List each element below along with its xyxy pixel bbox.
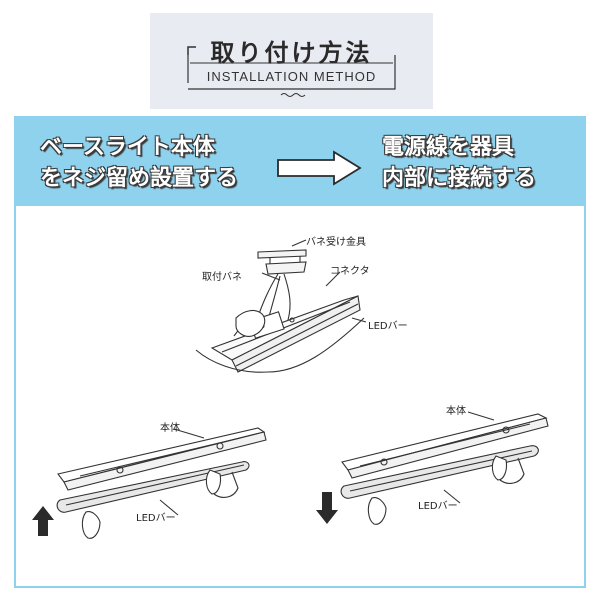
spring-bracket-label: バネ受け金具 bbox=[306, 237, 366, 248]
header-decoration bbox=[187, 46, 396, 97]
page-subtitle: INSTALLATION METHOD bbox=[206, 69, 377, 84]
led-bar-label-right: LEDバー bbox=[418, 501, 458, 512]
led-bar-label-top: LEDバー bbox=[368, 321, 408, 332]
down-arrow-icon bbox=[316, 492, 338, 524]
step-two-text: 電源線を器具 内部に接続する bbox=[382, 135, 537, 191]
step-one-text: ベースライト本体 をネジ留め設置する bbox=[40, 135, 239, 191]
up-arrow-icon bbox=[32, 506, 54, 536]
page-title: 取り付け方法 bbox=[210, 39, 373, 67]
instruction-banner: ベースライト本体 をネジ留め設置する 電源線を器具 内部に接続する bbox=[14, 116, 586, 206]
mounting-spring-label: 取付バネ bbox=[202, 272, 242, 283]
led-bar-label-left: LEDバー bbox=[136, 513, 176, 524]
header-box: 取り付け方法 INSTALLATION METHOD bbox=[150, 13, 433, 109]
connector-label: コネクタ bbox=[330, 266, 370, 277]
body-label-left: 本体 bbox=[160, 423, 180, 434]
body-label-right: 本体 bbox=[446, 406, 466, 417]
right-arrow-icon bbox=[277, 150, 362, 186]
